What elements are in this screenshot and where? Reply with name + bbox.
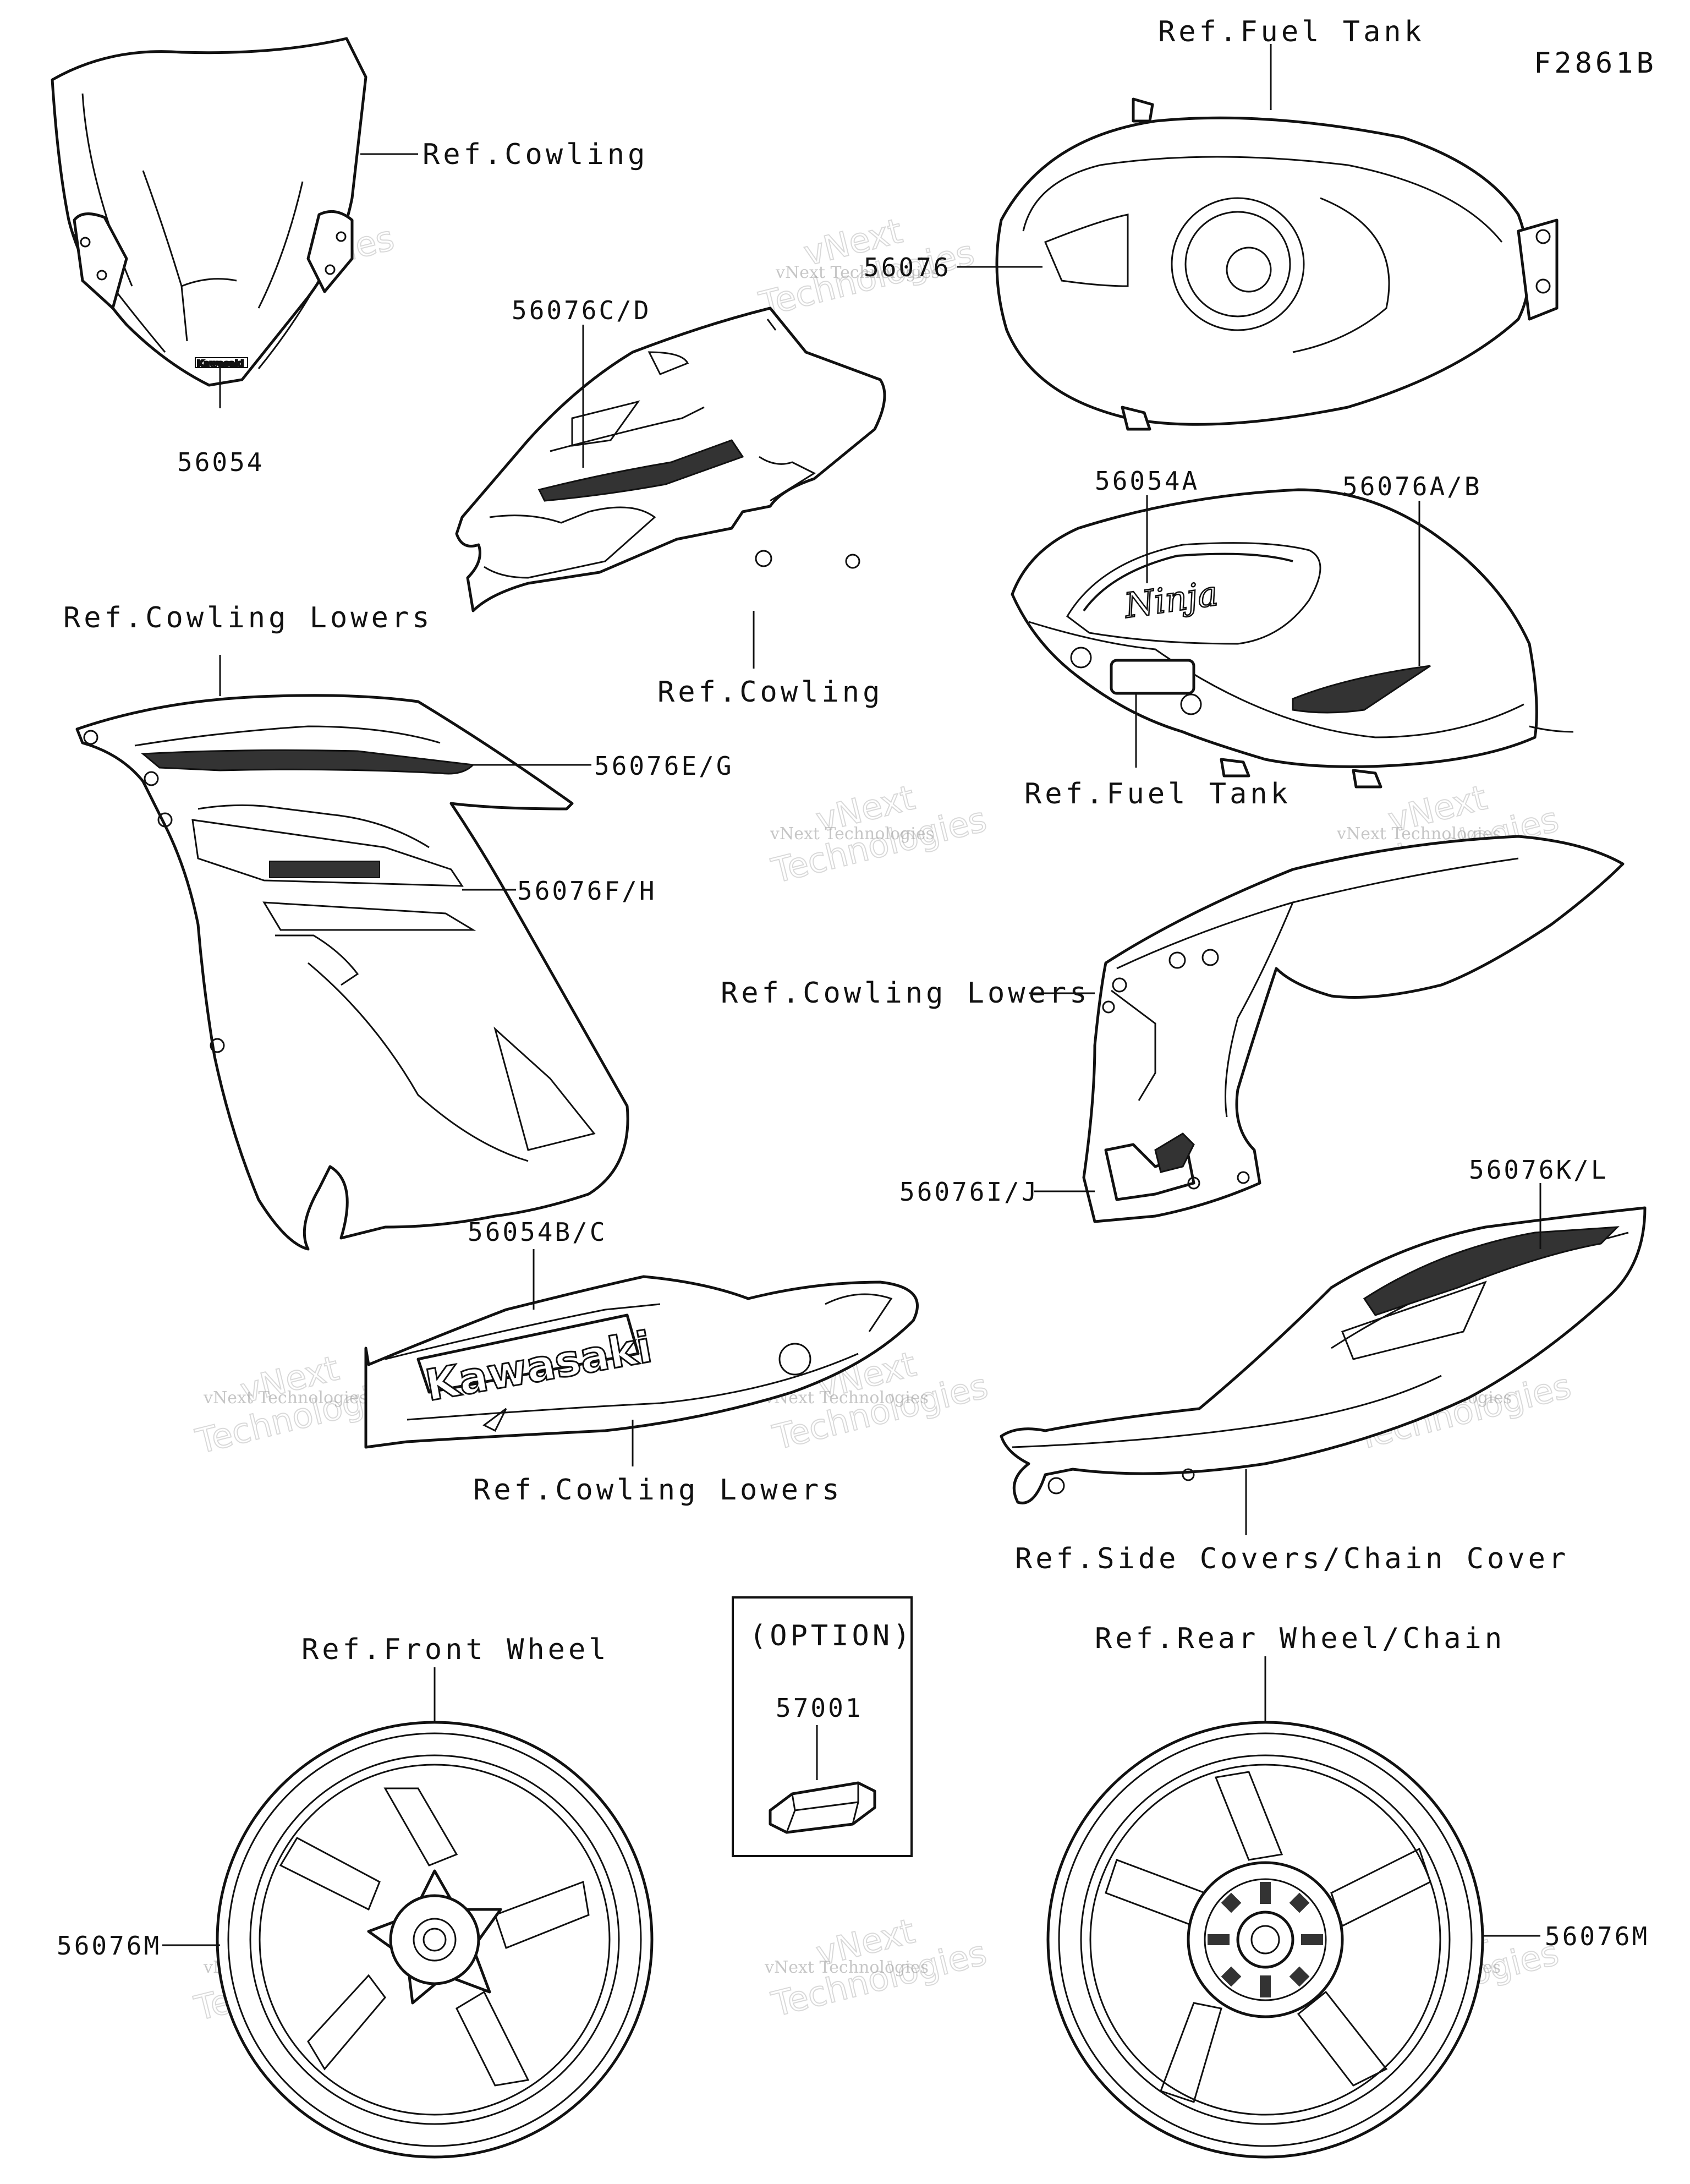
part-number-56054bc[interactable]: 56054B/C: [468, 1217, 607, 1247]
part-number-56076kl[interactable]: 56076K/L: [1469, 1155, 1609, 1185]
watermark-small: vNext Technologies: [770, 824, 934, 844]
watermark-small: vNext Technologies: [764, 1958, 929, 1977]
fuel-tank-top-part[interactable]: [995, 97, 1559, 431]
diagram-code: F2861B: [1534, 47, 1657, 80]
front-wheel-part[interactable]: [216, 1721, 654, 2159]
part-number-56076m-left[interactable]: 56076M: [57, 1931, 161, 1961]
upper-cowl-part[interactable]: [455, 306, 886, 612]
option-clip-part[interactable]: [769, 1781, 876, 1834]
watermark-small: vNext Technologies: [203, 1388, 367, 1408]
part-number-56076ab[interactable]: 56076A/B: [1342, 472, 1482, 501]
part-number-56054[interactable]: 56054: [177, 447, 264, 477]
lower-cowl-part[interactable]: Kawasaki: [364, 1275, 919, 1449]
part-number-56076eg[interactable]: 56076E/G: [594, 751, 734, 781]
sprocket-carrier: [1208, 1882, 1323, 1997]
part-number-56076ij[interactable]: 56076I/J: [899, 1177, 1039, 1207]
option-box: (OPTION) 57001: [732, 1596, 913, 1857]
option-box-title: (OPTION): [749, 1619, 913, 1652]
part-number-56076m-right[interactable]: 56076M: [1545, 1922, 1649, 1951]
label-ref-rear-wheel[interactable]: Ref.Rear Wheel/Chain: [1095, 1622, 1505, 1655]
part-number-56076cd[interactable]: 56076C/D: [512, 295, 651, 325]
label-ref-cowling-lowers-right[interactable]: Ref.Cowling Lowers: [721, 977, 1090, 1010]
fuel-tank-side-part[interactable]: Ninja: [1011, 488, 1574, 789]
label-ref-fuel-tank-mid[interactable]: Ref.Fuel Tank: [1024, 778, 1291, 811]
label-ref-front-wheel[interactable]: Ref.Front Wheel: [301, 1633, 610, 1666]
label-ref-cowling-lowers-bottom[interactable]: Ref.Cowling Lowers: [473, 1474, 843, 1507]
label-ref-cowling-mid[interactable]: Ref.Cowling: [657, 676, 883, 709]
side-cowl-right-part[interactable]: [1082, 835, 1625, 1223]
tail-cowl-part[interactable]: [1000, 1206, 1647, 1504]
label-ref-cowling-top[interactable]: Ref.Cowling: [422, 138, 648, 171]
label-ref-fuel-tank-top[interactable]: Ref.Fuel Tank: [1158, 15, 1425, 48]
windscreen-part[interactable]: Kawasaki: [51, 37, 367, 387]
part-number-56076[interactable]: 56076: [864, 253, 951, 282]
option-box-part-number[interactable]: 57001: [776, 1693, 863, 1723]
side-cowl-left-part[interactable]: [75, 694, 629, 1251]
watermark-small: vNext Technologies: [775, 263, 940, 282]
label-ref-side-covers[interactable]: Ref.Side Covers/Chain Cover: [1015, 1542, 1569, 1575]
part-number-56054a[interactable]: 56054A: [1095, 466, 1199, 496]
windscreen-logo: Kawasaki: [197, 358, 244, 369]
part-number-56076fh[interactable]: 56076F/H: [517, 876, 657, 906]
rear-wheel-part[interactable]: [1046, 1721, 1484, 2159]
label-ref-cowling-lowers-left[interactable]: Ref.Cowling Lowers: [63, 601, 433, 634]
